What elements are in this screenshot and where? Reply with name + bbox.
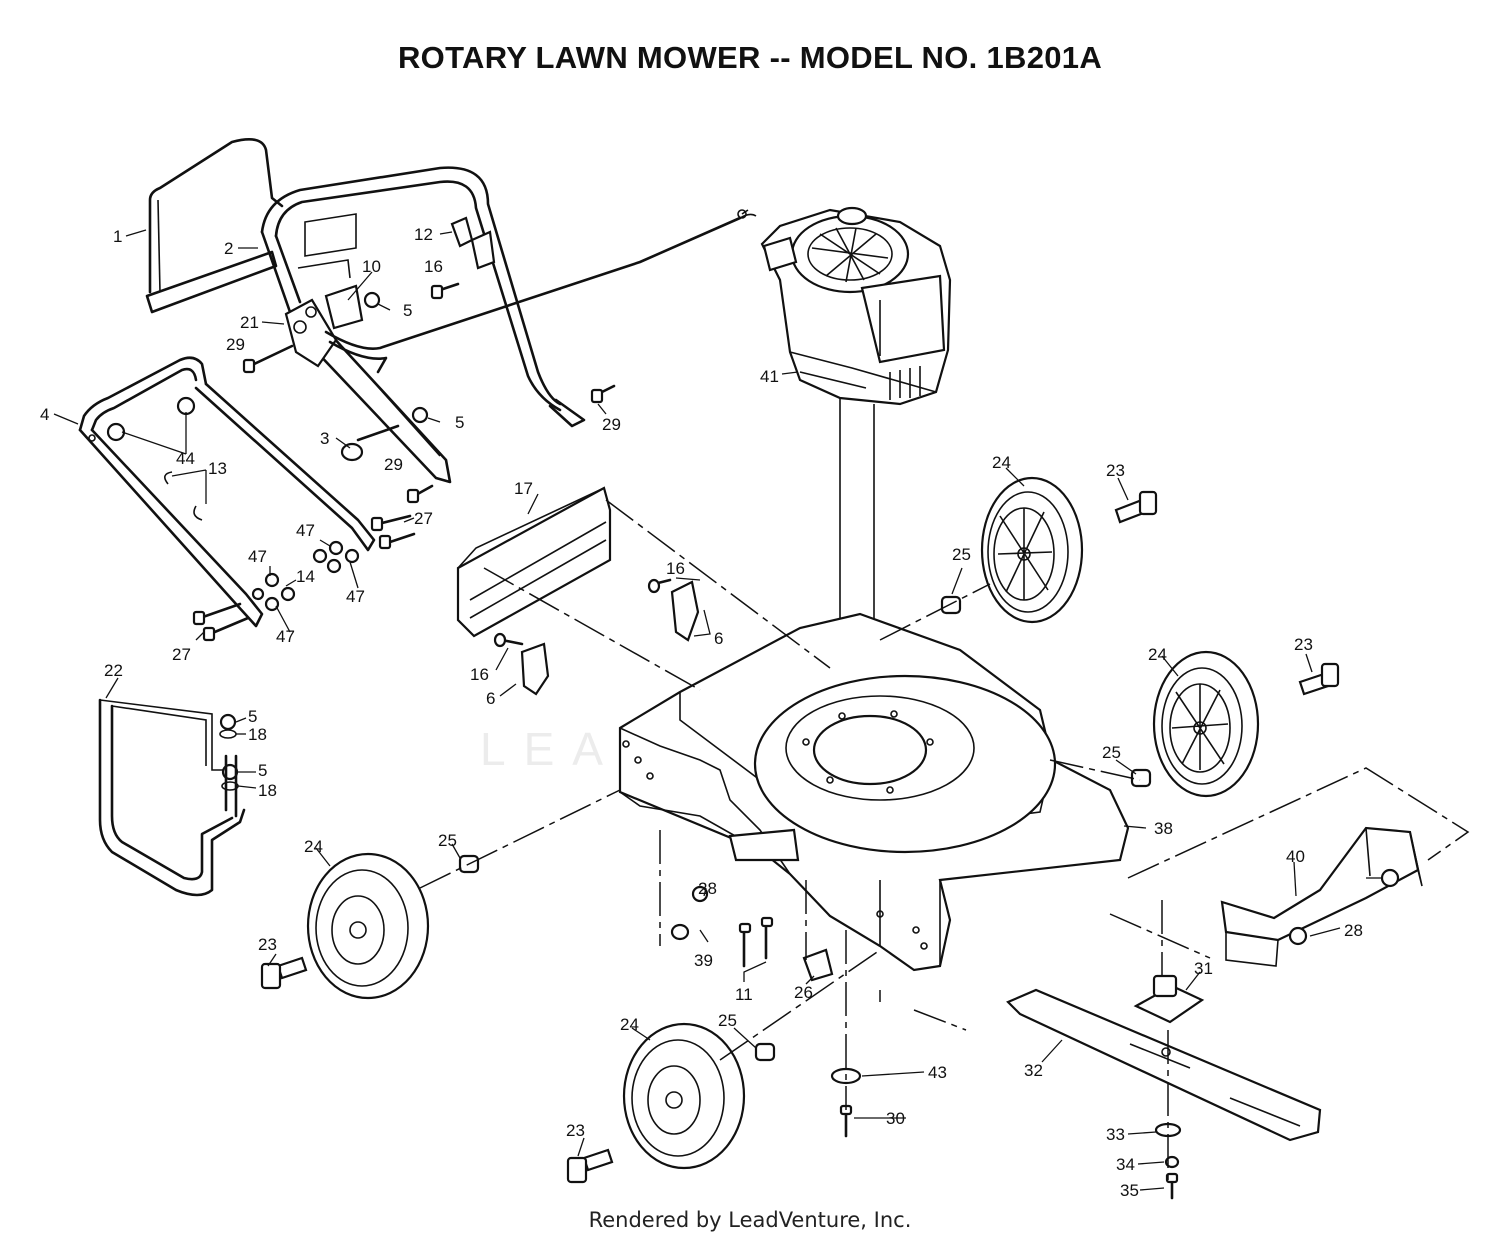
label-24c: 24 [304, 837, 323, 856]
label-26: 26 [794, 983, 813, 1002]
label-18a: 18 [248, 725, 267, 744]
label-31: 31 [1194, 959, 1213, 978]
label-33: 33 [1106, 1125, 1125, 1144]
label-6a: 6 [714, 629, 723, 648]
hinge-bracket-upper [670, 580, 700, 642]
label-24d: 24 [620, 1015, 639, 1034]
label-47d: 47 [276, 627, 295, 646]
adapter-plate [802, 948, 834, 982]
label-43: 43 [928, 1063, 947, 1082]
label-28b: 28 [1344, 921, 1363, 940]
wheel-front-right [1152, 650, 1260, 798]
label-22: 22 [104, 661, 123, 680]
part-number-labels: 1 2 3 4 5 5 5 5 6 6 10 11 12 13 14 16 16… [40, 225, 1363, 1200]
label-23c: 23 [258, 935, 277, 954]
label-6b: 6 [486, 689, 495, 708]
control-cable [324, 209, 757, 374]
axle-bolt-rear-right [1114, 490, 1158, 524]
assembly-dashed-lines [419, 499, 1470, 1180]
label-27a: 27 [414, 509, 433, 528]
label-32: 32 [1024, 1061, 1043, 1080]
bracket-10 [324, 284, 364, 330]
axle-bolt-front-right [1298, 662, 1340, 696]
label-3: 3 [320, 429, 329, 448]
footer-credit: Rendered by LeadVenture, Inc. [588, 1208, 912, 1232]
blade-adapter [1133, 974, 1205, 1024]
label-47a: 47 [296, 521, 315, 540]
label-47c: 47 [248, 547, 267, 566]
label-41: 41 [760, 367, 779, 386]
label-29c: 29 [602, 415, 621, 434]
handle-clamp-bracket [284, 298, 338, 368]
label-16c: 16 [470, 665, 489, 684]
label-35: 35 [1120, 1181, 1139, 1200]
mower-deck [618, 612, 1130, 972]
label-14: 14 [296, 567, 315, 586]
lower-handle-frame [78, 356, 376, 628]
label-47b: 47 [346, 587, 365, 606]
upper-handle [260, 166, 586, 428]
label-5b: 5 [455, 413, 464, 432]
wheel-rear-left [306, 852, 430, 1000]
label-44: 44 [176, 449, 195, 468]
bushing-front-left [754, 1042, 776, 1062]
label-25b: 25 [1102, 743, 1121, 762]
label-2: 2 [224, 239, 233, 258]
label-5d: 5 [258, 761, 267, 780]
label-16a: 16 [424, 257, 443, 276]
label-16b: 16 [666, 559, 685, 578]
label-13: 13 [208, 459, 227, 478]
label-39: 39 [694, 951, 713, 970]
label-12: 12 [414, 225, 433, 244]
mower-blade [1006, 988, 1322, 1142]
label-38: 38 [1154, 819, 1173, 838]
label-40: 40 [1286, 847, 1305, 866]
label-23a: 23 [1106, 461, 1125, 480]
label-29b: 29 [384, 455, 403, 474]
label-24b: 24 [1148, 645, 1167, 664]
rear-cover-plate [456, 486, 612, 638]
leader-lines [53, 229, 1382, 1191]
label-5c: 5 [248, 707, 257, 726]
label-17: 17 [514, 479, 533, 498]
label-10: 10 [362, 257, 381, 276]
bushing-rear-right [940, 595, 962, 615]
axle-bolt-rear-left [260, 956, 308, 990]
label-11: 11 [735, 985, 753, 1004]
label-4: 4 [40, 405, 49, 424]
deck-bracket [728, 828, 800, 862]
label-27b: 27 [172, 645, 191, 664]
rear-grass-deflector [98, 698, 246, 897]
label-18b: 18 [258, 781, 277, 800]
label-25c: 25 [438, 831, 457, 850]
wheel-rear-right [980, 476, 1084, 624]
cable-clip [450, 216, 474, 248]
engine [760, 206, 952, 406]
blade-guard [1220, 826, 1423, 967]
wheel-front-left [622, 1022, 746, 1170]
diagram-title: ROTARY LAWN MOWER -- MODEL NO. 1B201A [397, 40, 1103, 75]
label-28a: 28 [698, 879, 717, 898]
cable-clip-base [470, 230, 496, 270]
label-23d: 23 [566, 1121, 585, 1140]
label-25d: 25 [718, 1011, 737, 1030]
label-30: 30 [886, 1109, 905, 1128]
label-1: 1 [113, 227, 122, 246]
label-21: 21 [240, 313, 259, 332]
axle-bolt-front-left [566, 1148, 614, 1184]
label-25a: 25 [952, 545, 971, 564]
label-34: 34 [1116, 1155, 1135, 1174]
label-29a: 29 [226, 335, 245, 354]
hardware-fasteners [106, 282, 1400, 1200]
control-bail [145, 138, 284, 314]
label-23b: 23 [1294, 635, 1313, 654]
label-24a: 24 [992, 453, 1011, 472]
label-5a: 5 [403, 301, 412, 320]
hinge-bracket-lower [520, 642, 550, 696]
